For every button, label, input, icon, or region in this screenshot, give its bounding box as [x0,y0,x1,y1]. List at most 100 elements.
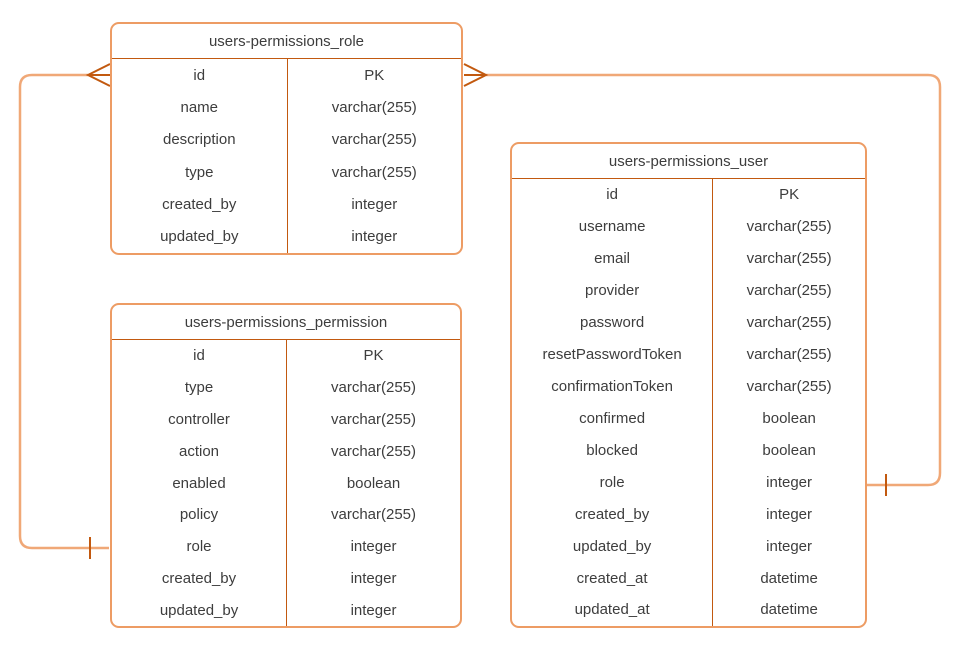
field-type: integer [351,228,398,246]
field-type: varchar(255) [331,98,417,116]
field-name: created_by [112,188,288,221]
field-row: blocked boolean [512,434,865,467]
field-type: varchar(255) [330,442,417,460]
field-name: type [112,155,288,189]
field-row: email varchar(255) [512,242,865,275]
field-row: confirmationToken varchar(255) [512,370,865,403]
field-name: role [512,466,714,499]
many-marker-icon [85,63,111,87]
field-name: role [112,530,288,563]
table-title: users-permissions_role [112,24,461,59]
field-row: type varchar(255) [112,155,461,189]
field-name: updated_by [112,594,288,627]
table-body: id PK name varchar(255) description varc… [112,59,461,253]
field-type: varchar(255) [746,377,832,395]
field-row: enabled boolean [112,467,460,499]
field-row: confirmed boolean [512,402,865,435]
field-type: boolean [762,441,816,459]
field-name: description [112,123,288,156]
field-name: created_by [512,498,714,531]
table-body: id PK type varchar(255) controller varch… [112,340,460,627]
field-row: created_at datetime [512,562,865,594]
field-row: username varchar(255) [512,210,865,243]
field-row: id PK [512,179,865,211]
field-name: resetPasswordToken [512,338,714,371]
field-type: datetime [760,569,818,587]
field-type: varchar(255) [746,314,832,332]
field-name: confirmationToken [512,370,714,403]
many-marker-icon [463,63,489,87]
field-type: varchar(255) [746,250,832,268]
field-name: enabled [112,467,288,499]
field-name: password [512,306,714,339]
field-type: varchar(255) [746,346,832,364]
table-body: id PK username varchar(255) email varcha… [512,179,865,626]
field-row: name varchar(255) [112,91,461,124]
field-type: boolean [346,474,401,492]
field-type: integer [351,195,398,213]
field-name: blocked [512,434,714,467]
field-name: action [112,435,288,468]
field-name: updated_by [512,530,714,563]
field-row: description varchar(255) [112,123,461,156]
field-type: integer [766,505,813,523]
field-type: integer [766,473,813,491]
field-row: role integer [512,466,865,499]
field-row: role integer [112,530,460,563]
field-type: varchar(255) [331,131,417,149]
field-row: created_by integer [512,498,865,531]
field-name: created_by [112,562,288,595]
field-name: created_at [512,562,714,594]
entity-table-users-permissions-user: users-permissions_user id PK username va… [510,142,867,628]
field-row: id PK [112,340,460,372]
field-row: password varchar(255) [512,306,865,339]
field-name: confirmed [512,402,714,435]
field-name: name [112,91,288,124]
field-name: type [112,371,288,404]
field-type: varchar(255) [330,379,417,397]
field-type: varchar(255) [746,282,832,300]
field-type: integer [350,569,397,587]
field-row: updated_by integer [512,530,865,563]
field-name: id [112,340,288,372]
table-title: users-permissions_permission [112,305,460,340]
field-row: policy varchar(255) [112,498,460,531]
field-row: created_by integer [112,562,460,595]
field-type: integer [766,537,813,555]
entity-table-users-permissions-role: users-permissions_role id PK name varcha… [110,22,463,255]
field-row: updated_by integer [112,220,461,253]
field-type: datetime [760,601,818,619]
field-type: varchar(255) [330,410,417,428]
field-row: provider varchar(255) [512,274,865,307]
field-name: updated_by [112,220,288,253]
edge-line [18,73,109,550]
field-row: id PK [112,59,461,92]
field-name: id [112,59,288,92]
field-type: boolean [762,409,816,427]
field-type: varchar(255) [746,218,832,236]
field-row: type varchar(255) [112,371,460,404]
field-name: controller [112,403,288,436]
table-title: users-permissions_user [512,144,865,179]
field-type: PK [363,347,384,365]
field-name: id [512,179,714,211]
field-type: integer [350,601,397,619]
field-name: updated_at [512,593,714,626]
field-name: username [512,210,714,243]
field-type: PK [779,186,800,204]
field-name: policy [112,498,288,531]
field-type: PK [364,66,385,84]
field-name: email [512,242,714,275]
entity-table-users-permissions-permission: users-permissions_permission id PK type … [110,303,462,628]
field-row: created_by integer [112,188,461,221]
field-row: updated_by integer [112,594,460,627]
field-type: integer [350,538,397,556]
field-name: provider [512,274,714,307]
relationship-role-permission [18,63,111,559]
field-row: controller varchar(255) [112,403,460,436]
field-row: action varchar(255) [112,435,460,468]
field-row: resetPasswordToken varchar(255) [512,338,865,371]
field-type: varchar(255) [331,163,417,181]
field-type: varchar(255) [330,506,417,524]
